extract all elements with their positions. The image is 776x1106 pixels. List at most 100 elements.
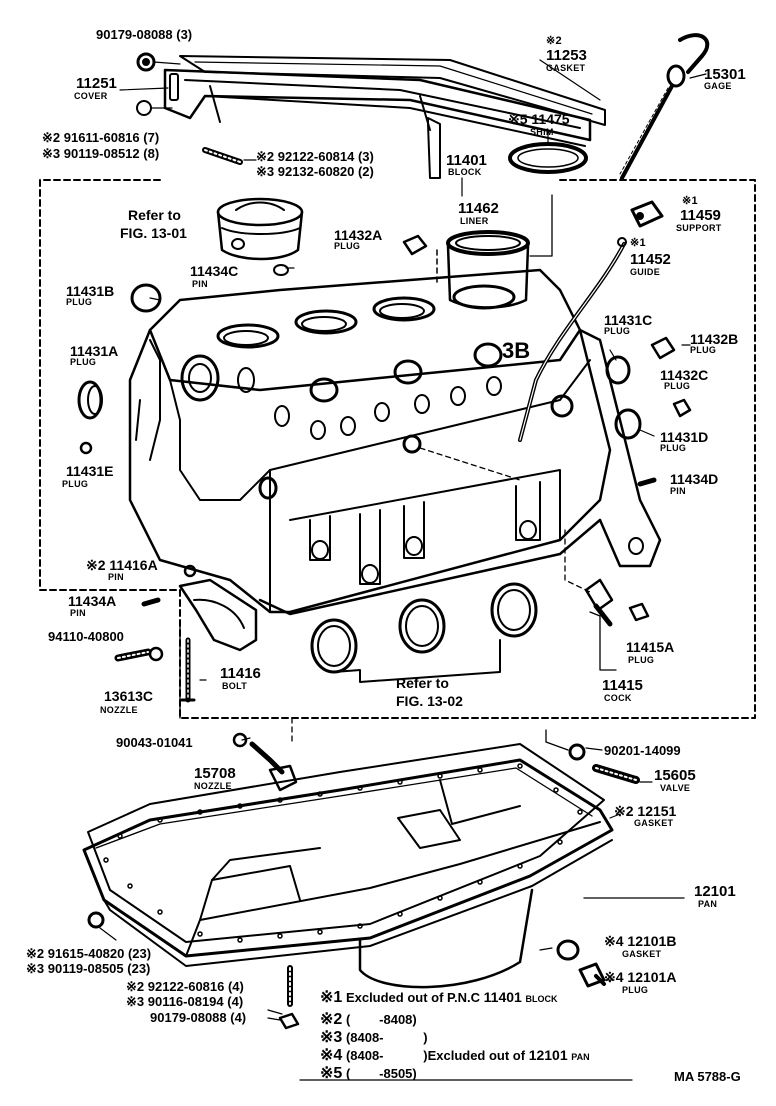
- note-2-text: ( -8408): [345, 1012, 417, 1027]
- label-12101B: ※4 12101B: [604, 933, 677, 949]
- label-plug-11431E: PLUG: [62, 479, 89, 489]
- bolt-91611: [136, 100, 152, 116]
- label-plug-11431C: PLUG: [604, 326, 631, 336]
- plug-11431C: [605, 355, 631, 385]
- label-91615-40820: ※2 91615-40820 (23): [26, 946, 152, 961]
- note-1-sub: BLOCK: [525, 994, 558, 1004]
- piston-ref-13-01: [216, 197, 304, 261]
- label-11416: 11416: [220, 665, 261, 682]
- plug-11431E: [79, 441, 93, 455]
- pin-11434D: [637, 477, 657, 487]
- note-1-text: Excluded out of P.N.C: [345, 990, 481, 1005]
- label-plug-11432A: PLUG: [334, 241, 361, 251]
- label-11401: 11401: [446, 152, 487, 169]
- label-90119-08512: ※3 90119-08512 (8): [42, 146, 160, 161]
- label-gage: GAGE: [704, 81, 732, 91]
- note-3-mark: ※3: [320, 1029, 343, 1046]
- gage-15301: [619, 33, 710, 180]
- label-15605: 15605: [654, 767, 696, 784]
- note-4-mark: ※4: [320, 1047, 343, 1064]
- label-11431C: 11431C: [604, 312, 653, 328]
- pan-bolt-91615: [87, 911, 105, 929]
- pin-11434A: [141, 597, 161, 607]
- leader-lines: [99, 59, 707, 1021]
- label-plug-11432B: PLUG: [690, 345, 717, 355]
- label-cover: COVER: [74, 91, 108, 101]
- pan-gasket-12151: [87, 743, 605, 943]
- label-nozzle-15708: NOZZLE: [194, 781, 232, 791]
- label-guide: GUIDE: [630, 267, 661, 277]
- label-gasket-12101B: GASKET: [622, 949, 662, 959]
- label-note-1-11452: ※1: [630, 237, 646, 249]
- note-2-mark: ※2: [320, 1011, 343, 1028]
- label-12101: 12101: [694, 883, 736, 900]
- note-3: ※3 (8408- ): [320, 1030, 428, 1046]
- label-pin-11434A: PIN: [70, 608, 86, 618]
- note-4-sub: PAN: [571, 1052, 590, 1062]
- note-4-text: (8408- )Excluded out of: [345, 1048, 526, 1063]
- label-11415A: 11415A: [626, 639, 675, 655]
- label-92132-60820: ※3 92132-60820 (2): [256, 164, 374, 179]
- label-plug-12101A: PLUG: [622, 985, 649, 995]
- note-5: ※5 ( -8505): [320, 1066, 417, 1082]
- label-support: SUPPORT: [676, 223, 722, 233]
- nut-90179: [278, 1012, 300, 1030]
- label-refer-to-2: Refer to: [396, 675, 449, 691]
- plug-11431B: [130, 283, 162, 313]
- label-gasket-11253: GASKET: [546, 63, 586, 73]
- label-11251: 11251: [76, 75, 117, 92]
- label-pan-12101: PAN: [698, 899, 718, 909]
- label-11462: 11462: [458, 200, 499, 217]
- label-11434D: 11434D: [670, 471, 719, 487]
- label-11475: ※5 11475: [508, 111, 570, 127]
- bearing-cap: [178, 578, 258, 652]
- block-stamp-3b: 3B: [502, 338, 531, 363]
- label-plug-11431A: PLUG: [70, 357, 97, 367]
- label-liner: LINER: [460, 216, 489, 226]
- label-90201-14099: 90201-14099: [604, 743, 681, 758]
- label-valve-15605: VALVE: [660, 783, 691, 793]
- label-11434A: 11434A: [68, 593, 117, 609]
- cock-11415: [584, 578, 650, 627]
- note-2: ※2 ( -8408): [320, 1012, 417, 1028]
- note-4-pnc: 12101: [528, 1047, 568, 1063]
- label-11431E: 11431E: [66, 463, 114, 479]
- label-13613C: 13613C: [104, 688, 154, 704]
- note-1: ※1 Excluded out of P.N.C 11401 BLOCK: [320, 990, 557, 1006]
- pin-11434C: [273, 264, 289, 276]
- label-12151: ※2 12151: [614, 803, 677, 819]
- note-1-mark: ※1: [320, 989, 343, 1006]
- label-11431B: 11431B: [66, 283, 115, 299]
- label-pin-11416A: PIN: [108, 572, 124, 582]
- note-5-text: ( -8505): [345, 1066, 417, 1081]
- label-fig-13-01: FIG. 13-01: [120, 225, 187, 241]
- label-11431A: 11431A: [70, 343, 119, 359]
- label-note-1-11459: ※1: [682, 195, 698, 207]
- label-block: BLOCK: [448, 167, 482, 177]
- plug-11432A: [402, 234, 428, 256]
- note-3-text: (8408- ): [345, 1030, 428, 1045]
- label-11432C: 11432C: [660, 367, 709, 383]
- oil-pan-12101: [82, 758, 614, 989]
- liner-11462: [446, 230, 530, 309]
- plug-11432B: [650, 336, 676, 360]
- washer-90201: [568, 743, 586, 761]
- label-92122-60814: ※2 92122-60814 (3): [256, 149, 374, 164]
- label-11416A: ※2 11416A: [86, 557, 158, 573]
- label-11432B: 11432B: [690, 331, 739, 347]
- label-plug-11415A: PLUG: [628, 655, 655, 665]
- label-15708: 15708: [194, 765, 236, 782]
- label-92122-60816: ※2 92122-60816 (4): [126, 979, 244, 994]
- label-nozzle-13613C: NOZZLE: [100, 705, 138, 715]
- note-5-mark: ※5: [320, 1065, 343, 1082]
- note-1-pnc: 11401: [483, 989, 522, 1005]
- plug-11432C: [672, 398, 692, 418]
- label-pin-11434C: PIN: [192, 279, 208, 289]
- label-gasket-12151: GASKET: [634, 818, 674, 828]
- label-plug-11431B: PLUG: [66, 297, 93, 307]
- label-11452: 11452: [630, 251, 671, 268]
- label-91611-60816: ※2 91611-60816 (7): [42, 130, 160, 145]
- plug-11431D: [614, 408, 642, 440]
- label-refer-to-1: Refer to: [128, 207, 181, 223]
